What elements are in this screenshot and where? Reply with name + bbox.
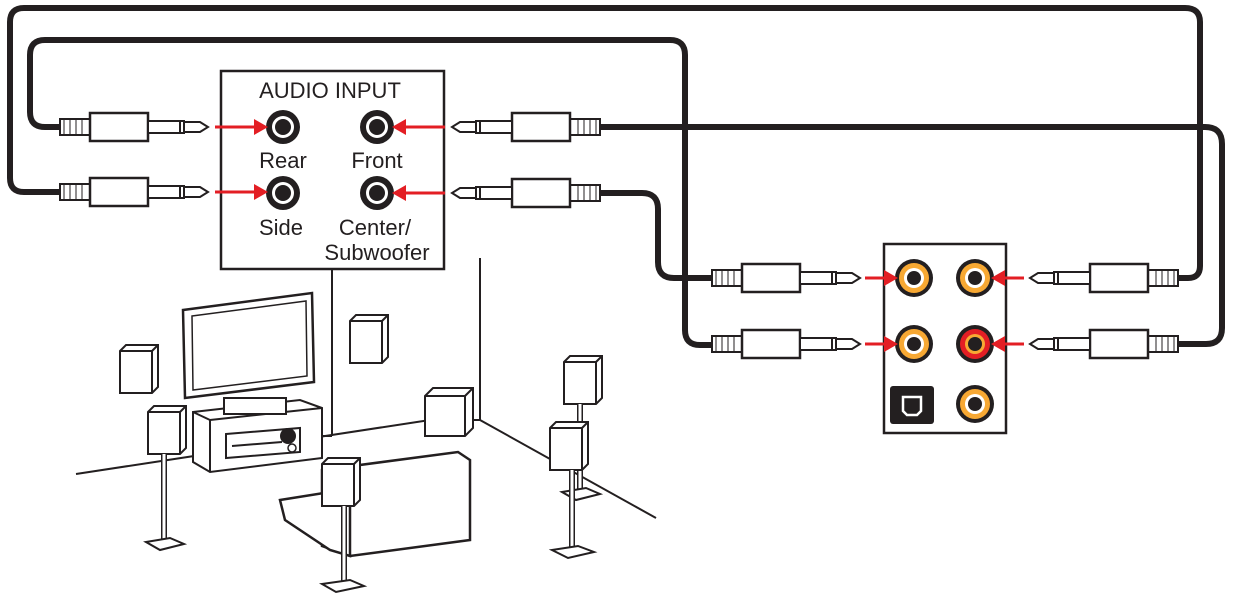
audio-plug-icon <box>1030 330 1178 358</box>
arrow-center <box>392 185 445 201</box>
arrow-side <box>215 184 268 200</box>
cable-center-subwoofer <box>597 190 719 281</box>
audio-plug-icon <box>1030 264 1178 292</box>
audio-jack-icon <box>956 259 994 297</box>
arrow-front <box>392 119 445 135</box>
center-label: Center/ <box>339 215 412 240</box>
audio-plug-icon <box>58 176 210 208</box>
audio-plug-icon <box>452 179 600 207</box>
audio-plug-icon <box>710 262 862 294</box>
audio-jack-icon <box>895 259 933 297</box>
side-label: Side <box>259 215 303 240</box>
rear-jack-icon <box>266 110 300 144</box>
arrow-panel-3 <box>991 270 1024 286</box>
speaker-icon <box>119 344 159 394</box>
arrow-panel-2 <box>865 336 898 352</box>
home-theater-room <box>75 258 657 594</box>
cable-front <box>597 124 1225 347</box>
speaker-icon <box>143 405 188 552</box>
speaker-icon <box>548 421 598 560</box>
arrow-panel-4 <box>991 336 1024 352</box>
audio-jack-icon <box>956 325 994 363</box>
audio-input-title: AUDIO INPUT <box>259 78 401 103</box>
subwoofer-label: Subwoofer <box>324 240 429 265</box>
front-jack-icon <box>360 110 394 144</box>
audio-plug-icon <box>452 113 600 141</box>
sofa-icon <box>278 450 472 558</box>
speaker-icon <box>349 314 389 364</box>
rear-io-audio-panel <box>882 242 1008 435</box>
audio-plug-icon <box>58 111 210 143</box>
optical-spdif-icon <box>890 386 934 424</box>
rear-label: Rear <box>259 148 307 173</box>
audio-input-panel: AUDIO INPUT Rear Front Side Center/ Subw… <box>219 69 446 271</box>
speaker-icon <box>318 457 368 594</box>
speaker-icon <box>424 387 474 437</box>
audio-jack-icon <box>895 325 933 363</box>
audio-plug-icon <box>710 328 862 360</box>
arrow-panel-1 <box>865 270 898 286</box>
av-receiver-icon <box>225 426 301 460</box>
tv-icon <box>181 291 316 400</box>
cable-rear <box>27 37 719 348</box>
side-jack-icon <box>266 176 300 210</box>
center-subwoofer-jack-icon <box>360 176 394 210</box>
arrow-rear <box>215 119 268 135</box>
front-label: Front <box>351 148 402 173</box>
audio-jack-icon <box>956 385 994 423</box>
cable-side <box>7 5 1203 281</box>
